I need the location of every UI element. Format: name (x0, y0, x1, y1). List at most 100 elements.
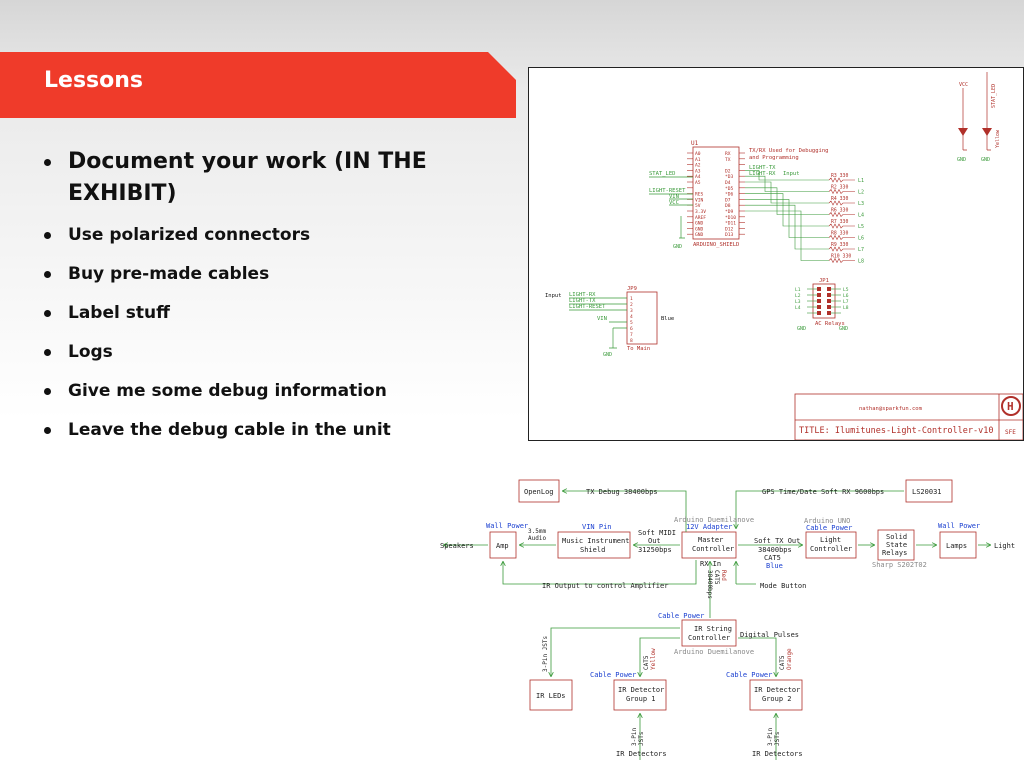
jp9-pin-number: 4 (630, 314, 633, 320)
jst-a-label-2: 3-Pin (767, 728, 774, 746)
vert-cat5-label: CAT5 (713, 570, 720, 585)
svg-text:H: H (1007, 400, 1014, 413)
duem-top-label: Arduino Duemilanove (674, 516, 754, 524)
jp9-color: Blue (661, 316, 674, 322)
master-label: Master (698, 536, 723, 544)
sharp-label: Sharp S202T02 (872, 561, 927, 569)
chip-id: U1 (691, 140, 699, 147)
resistor-label: R8 330 (831, 231, 848, 237)
cat5o-label: CAT5 (779, 655, 786, 670)
amp-label: Amp (496, 542, 509, 550)
ssr-label-3: Relays (882, 549, 907, 557)
ls20031-box (905, 479, 953, 503)
bullet-item: Label stuff (40, 302, 480, 324)
output-label: L7 (858, 247, 864, 253)
schematic-drawing: U1 ARDUINO_SHIELD A0A1A2A3A4A5RESVIN5V3.… (545, 72, 1024, 441)
jp1-name: AC Relays (815, 321, 845, 327)
master-box (681, 531, 737, 559)
title-sfe: SFE (1005, 429, 1016, 436)
chip-pin-label: VIN (695, 197, 704, 203)
chip-pin-label: A1 (695, 157, 701, 163)
net-stat-led: STAT_LED (649, 171, 676, 177)
jp9-pin-number: 7 (630, 332, 633, 338)
output-label: L5 (858, 224, 864, 230)
irdet1-label: IR Detectors (616, 750, 667, 758)
irleds-box (529, 679, 573, 711)
chip-pin-label: *D5 (725, 186, 734, 192)
gnd-label-2: GND (603, 352, 612, 358)
relay-net-label: L1 (795, 287, 801, 293)
resistor-icon (828, 211, 855, 218)
chip-pin-label: *D11 (725, 221, 736, 227)
softtx-label: Soft TX Out (754, 537, 800, 545)
master-label-2: Controller (692, 545, 734, 553)
chip-pin-label: *D3 (725, 174, 734, 180)
chip-pin-label: *D9 (725, 209, 734, 215)
cable-power-2: Cable Power (726, 671, 772, 679)
gnd-label-6: GND (981, 157, 990, 163)
net-vcc: VCC (669, 200, 679, 206)
jp1-id: JP1 (819, 278, 829, 284)
yellow-label: Yellow (650, 648, 657, 670)
ird1-box (613, 679, 667, 711)
light-output-label: Light (994, 542, 1015, 550)
uno-label: Arduino UNO (804, 517, 850, 525)
chip-pin-label: D13 (725, 232, 734, 238)
wall-power-right: Wall Power (938, 522, 980, 530)
vert-red-label: Red (720, 570, 727, 581)
jp9-body (626, 291, 658, 345)
output-label: L4 (858, 213, 864, 219)
gnd-label: GND (673, 244, 682, 250)
debug-note-2: and Programming (749, 155, 799, 161)
chip-pin-label: GND (695, 232, 704, 238)
vcc-label: VCC (959, 82, 968, 88)
gnd-label-3: GND (797, 326, 806, 332)
resistor-label: R4 330 (831, 196, 848, 202)
gnd-label-4: GND (839, 326, 848, 332)
resistor-label: R3 330 (831, 173, 848, 179)
ssr-box (877, 529, 915, 561)
led-icon (982, 128, 992, 136)
chip-pin-label: RES (695, 192, 704, 198)
ird2-label: IR Detector (754, 686, 800, 694)
relay-net-label: L7 (843, 299, 849, 305)
resistor-icon (828, 177, 855, 183)
openlog-label: OpenLog (524, 488, 554, 496)
chip-pin-label: D7 (725, 197, 731, 203)
bullet-list: Document your work (IN THE EXHIBIT) Use … (40, 146, 480, 458)
chip-pin-label: A0 (695, 151, 701, 157)
net-light-reset: LIGHT-RESET (649, 188, 686, 194)
chip-pin-label: AREF (695, 215, 706, 221)
vin-pin-label: VIN Pin (582, 523, 612, 531)
output-label: L1 (858, 178, 864, 184)
light-ctrl-label-2: Controller (810, 545, 852, 553)
logo-icon (1001, 396, 1021, 416)
cat5y-label: CAT5 (643, 655, 650, 670)
speakers-label: Speakers (440, 542, 474, 550)
chip-pin-label: D4 (725, 180, 731, 186)
resistor-icon (828, 246, 855, 252)
blue-label: Blue (766, 562, 783, 570)
jst-b-label-2: JSTs (774, 731, 781, 746)
chip-name: ARDUINO_SHIELD (693, 242, 739, 248)
jst-a-label-1: 3-Pin (631, 728, 638, 746)
ird1-label: IR Detector (618, 686, 664, 694)
net-light-tx: LIGHT-TX (749, 165, 776, 171)
lamps-label: Lamps (946, 542, 967, 550)
mis-label: Music Instrument (562, 537, 629, 545)
ssr-label: Solid (886, 533, 907, 541)
mode-button-label: Mode Button (760, 582, 806, 590)
audio-label: 3.5mm (528, 528, 546, 535)
resistor-icon (828, 200, 855, 206)
output-label: L2 (858, 190, 864, 196)
cat5-label: CAT5 (764, 554, 781, 562)
gnd-label-5: GND (957, 157, 966, 163)
midi-label-3: 31250bps (638, 546, 672, 554)
audio-label-2: Audio (528, 535, 546, 542)
output-label: L3 (858, 201, 864, 207)
title-text: TITLE: Ilumitunes-Light-Controller-v10 (799, 426, 993, 436)
